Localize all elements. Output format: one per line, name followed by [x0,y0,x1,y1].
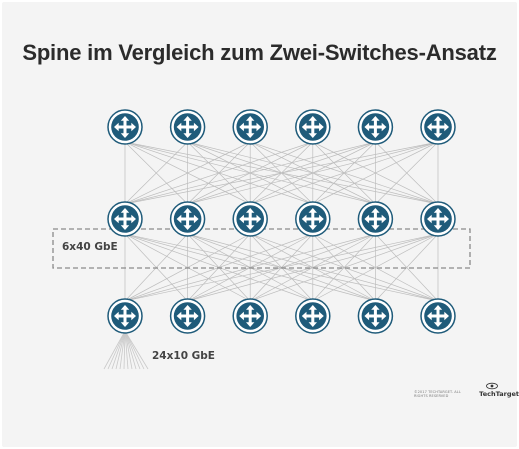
link-line [124,141,251,205]
link-lines [124,141,439,302]
network-switch-icon [420,298,456,334]
access-link-line [124,330,129,370]
access-link-line [115,330,126,370]
switch-nodes [107,109,456,334]
access-link-line [123,330,126,370]
access-link-line [124,330,141,370]
brand-name: TechTarget [479,390,519,398]
access-label: 24x10 GbE [152,350,215,362]
access-link-line [107,330,126,370]
network-switch-icon [232,201,268,237]
network-switch-icon [107,201,143,237]
network-switch-icon [357,201,394,237]
link-line [250,233,439,302]
link-line [312,141,439,205]
network-switch-icon [357,109,394,145]
link-line [312,233,439,302]
access-link-line [119,330,126,370]
network-switch-icon [295,201,331,237]
copyright-text: ©2017 TECHTARGET. ALL RIGHTS RESERVED [414,390,461,398]
network-switch-icon [232,109,268,145]
network-switch-icon [295,298,331,334]
link-line [124,141,376,205]
link-line [124,141,313,205]
network-switch-icon [107,109,143,145]
access-link-line [111,330,126,370]
access-link-line [103,330,126,370]
diagram-title: Spine im Vergleich zum Zwei-Switches-Ans… [22,40,497,65]
network-switch-icon [420,109,456,145]
link-line [187,233,439,302]
access-link-fan [103,330,149,370]
access-link-line [124,330,149,370]
network-switch-icon [107,298,143,334]
link-line [187,141,439,205]
link-line [375,141,439,205]
link-line [124,141,188,205]
network-switch-icon [169,109,206,145]
uplink-label: 6x40 GbE [62,241,118,253]
network-switch-icon [169,298,206,334]
network-switch-icon [169,201,206,237]
link-line [250,141,439,205]
network-switch-icon [420,201,456,237]
link-line [124,141,439,205]
access-link-line [124,330,137,370]
footer: ©2017 TECHTARGET. ALL RIGHTS RESERVED Te… [414,390,519,398]
link-line [375,233,439,302]
network-switch-icon [357,298,394,334]
access-link-line [124,330,145,370]
network-switch-icon [295,109,331,145]
network-switch-icon [232,298,268,334]
access-link-line [124,330,133,370]
eye-logo-icon [486,382,498,390]
